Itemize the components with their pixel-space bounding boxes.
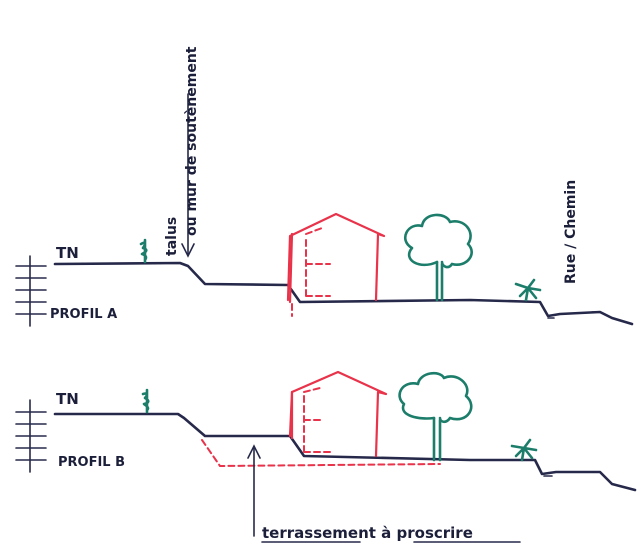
talus-label: talus <box>164 217 180 256</box>
profile-a-title: PROFIL A <box>50 307 117 322</box>
profile-b-house <box>288 370 388 458</box>
profile-b-shrub-icon <box>141 388 150 414</box>
profile-b-tree-icon <box>398 371 473 462</box>
profile-a-road-marks <box>547 311 601 319</box>
profile-a-palm-icon <box>514 278 542 302</box>
profile-b-title: PROFIL B <box>58 455 125 470</box>
earthworks-label: terrassement à proscrire <box>262 524 473 542</box>
profile-b-tn-label: TN <box>56 390 79 408</box>
profile-a-tn-label: TN <box>56 244 79 262</box>
profile-a-terrain-line <box>53 261 634 326</box>
road-label: Rue / Chemin <box>563 180 579 284</box>
profile-b-excavation-line <box>201 439 441 468</box>
profile-b-palm-icon <box>510 438 538 462</box>
earthworks-annotation: terrassement à proscrire <box>247 444 521 543</box>
profile-b-road-marks <box>543 471 601 477</box>
profile-b: TN PROFIL B <box>15 370 637 492</box>
profile-a: TN PROFIL A <box>15 212 634 327</box>
profile-a-scale-bar <box>15 255 47 327</box>
profile-a-shrub-icon <box>139 238 148 264</box>
talus-annotation: talus ou mur de soutènement <box>164 46 200 258</box>
profile-b-scale-bar <box>15 399 47 473</box>
profile-a-house <box>286 212 386 317</box>
profile-a-tree-icon <box>404 213 473 302</box>
talus-detail-label: ou mur de soutènement <box>184 46 200 236</box>
profile-b-terrain-line <box>53 412 637 492</box>
